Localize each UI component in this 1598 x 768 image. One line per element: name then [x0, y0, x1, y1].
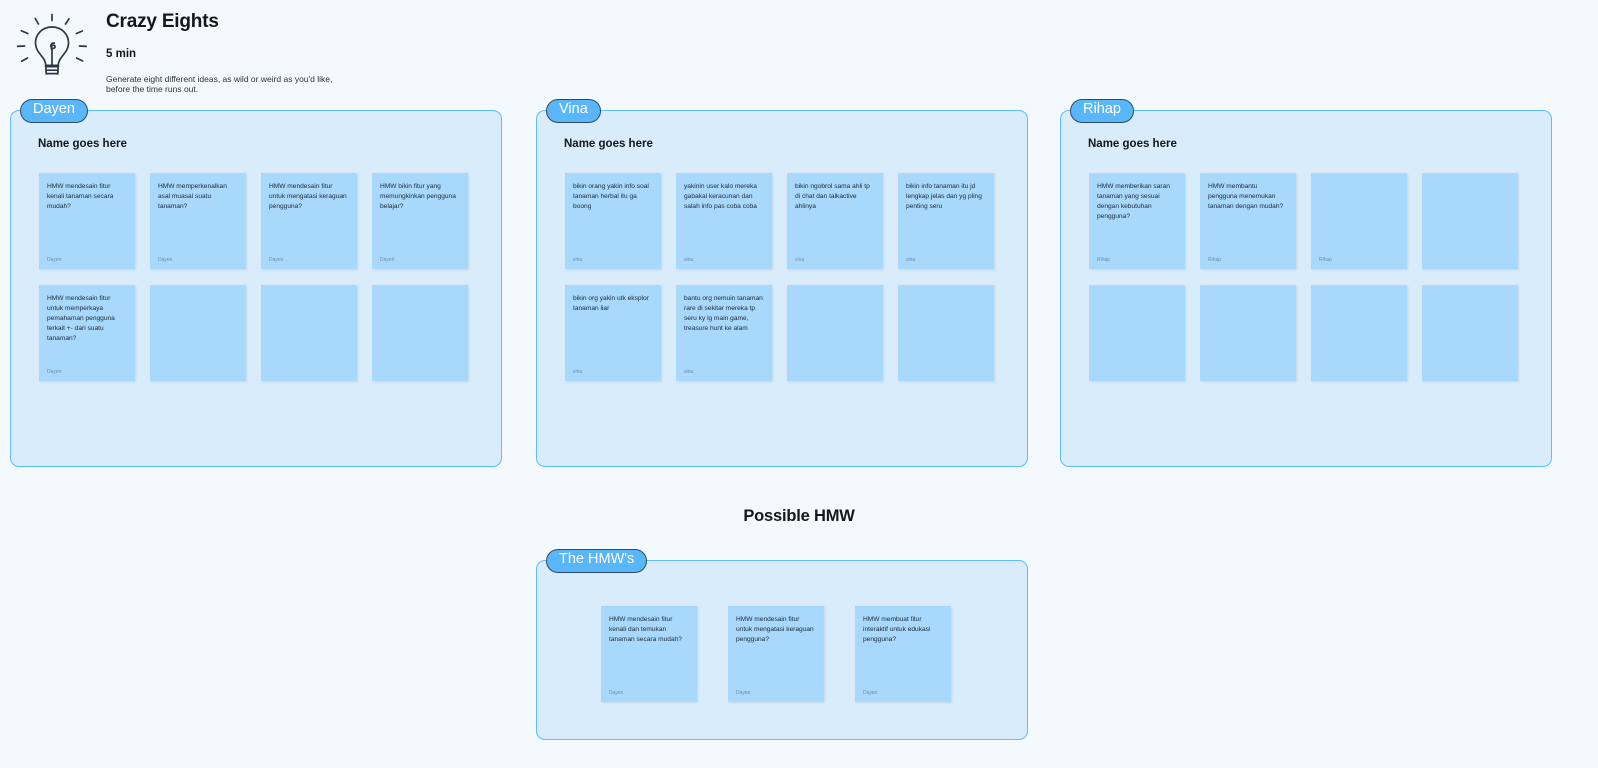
sticky-note[interactable] — [1422, 173, 1518, 269]
note-author: Rihap — [1319, 257, 1333, 263]
note-text: bikin ngobrol sama ahli tp di chat dan t… — [795, 183, 870, 210]
lightbulb-icon — [6, 4, 98, 96]
note-text: HMW membuat fitur interaktif untuk eduka… — [863, 616, 931, 643]
note-author: Dayen — [380, 257, 395, 263]
sticky-note[interactable]: HMW mendesain fitur kenali tanaman secar… — [39, 173, 135, 269]
note-text: bikin org yakin utk eksplor tanaman liar — [573, 295, 649, 312]
note-author: Dayen — [863, 690, 878, 696]
sticky-note[interactable]: bikin orang yakin info soal tanaman herb… — [565, 173, 661, 269]
note-author: Dayen — [609, 690, 624, 696]
note-author: Dayen — [47, 369, 62, 375]
sticky-note[interactable]: HMW memperkenalkan asal muasal suatu tan… — [150, 173, 246, 269]
sticky-note[interactable]: yakinin user kalo mereka gabakal keracun… — [676, 173, 772, 269]
sticky-note[interactable]: Rihap — [1311, 173, 1407, 269]
panel-vina[interactable]: Vina Name goes here bikin orang yakin in… — [536, 99, 1028, 467]
sticky-note[interactable] — [1311, 285, 1407, 381]
sticky-note[interactable] — [1200, 285, 1296, 381]
header-text-block: Crazy Eights 5 min Generate eight differ… — [106, 12, 356, 95]
note-author: vina — [906, 257, 916, 263]
note-text: HMW mendesain fitur kenali tanaman secar… — [47, 183, 114, 210]
note-grid-the-hmws: HMW mendesain fitur kenali dan temukan t… — [601, 606, 951, 702]
sticky-note[interactable] — [261, 285, 357, 381]
note-author: Dayen — [269, 257, 284, 263]
note-text: bikin info tanaman itu jd lengkap jelas … — [906, 183, 982, 210]
sticky-note[interactable]: HMW mendesain fitur untuk memperkaya pem… — [39, 285, 135, 381]
sticky-note[interactable] — [1089, 285, 1185, 381]
sticky-note[interactable]: bantu org nemuin tanaman rare di sekitar… — [676, 285, 772, 381]
note-text: HMW memperkenalkan asal muasal suatu tan… — [158, 183, 227, 210]
sticky-note[interactable]: bikin org yakin utk eksplor tanaman liar… — [565, 285, 661, 381]
page-title: Crazy Eights — [106, 11, 219, 32]
section-title-possible-hmw: Possible HMW — [743, 507, 855, 525]
note-grid-dayen: HMW mendesain fitur kenali tanaman secar… — [39, 173, 468, 381]
note-author: vina — [795, 257, 805, 263]
note-grid-rihap: HMW memberikan saran tanaman yang sesuai… — [1089, 173, 1518, 381]
page-header: Crazy Eights 5 min Generate eight differ… — [0, 0, 1598, 100]
note-grid-vina: bikin orang yakin info soal tanaman herb… — [565, 173, 994, 381]
panel-badge-dayen[interactable]: Dayen — [20, 99, 88, 123]
note-author: Dayen — [736, 690, 751, 696]
note-text: HMW membantu pengguna menemukan tanaman … — [1208, 183, 1284, 210]
note-text: HMW mendesain fitur untuk memperkaya pem… — [47, 295, 115, 342]
sticky-note[interactable]: HMW bikin fitur yang memungkinkan penggu… — [372, 173, 468, 269]
sticky-note[interactable] — [1422, 285, 1518, 381]
panel-rihap[interactable]: Rihap Name goes here HMW memberikan sara… — [1060, 99, 1552, 467]
panel-subtitle-dayen: Name goes here — [38, 138, 127, 150]
sticky-note[interactable] — [787, 285, 883, 381]
note-author: Rihap — [1208, 257, 1222, 263]
sticky-note[interactable]: HMW membantu pengguna menemukan tanaman … — [1200, 173, 1296, 269]
note-author: Dayen — [158, 257, 173, 263]
panel-dayen[interactable]: Dayen Name goes here HMW mendesain fitur… — [10, 99, 502, 467]
panel-badge-vina[interactable]: Vina — [546, 99, 601, 123]
panel-the-hmws[interactable]: The HMW's HMW mendesain fitur kenali dan… — [536, 549, 1028, 740]
sticky-note[interactable]: HMW mendesain fitur kenali dan temukan t… — [601, 606, 697, 702]
note-author: vina — [684, 369, 694, 375]
note-text: HMW bikin fitur yang memungkinkan penggu… — [380, 183, 456, 210]
note-author: Rihap — [1097, 257, 1111, 263]
sticky-note[interactable]: HMW membuat fitur interaktif untuk eduka… — [855, 606, 951, 702]
panel-badge-rihap[interactable]: Rihap — [1070, 99, 1134, 123]
note-author: Dayen — [47, 257, 62, 263]
sticky-note[interactable]: bikin ngobrol sama ahli tp di chat dan t… — [787, 173, 883, 269]
panel-badge-the-hmws[interactable]: The HMW's — [546, 549, 648, 573]
sticky-note[interactable]: HMW mendesain fitur untuk mengatasi kera… — [261, 173, 357, 269]
panel-subtitle-rihap: Name goes here — [1088, 138, 1177, 150]
sticky-note[interactable]: HMW mendesain fitur untuk mengatasi kera… — [728, 606, 824, 702]
note-author: vina — [573, 369, 583, 375]
note-author: vina — [573, 257, 583, 263]
note-text: HMW mendesain fitur kenali dan temukan t… — [609, 616, 682, 643]
description-text: Generate eight different ideas, as wild … — [106, 73, 333, 95]
sticky-note[interactable] — [150, 285, 246, 381]
sticky-note[interactable]: bikin info tanaman itu jd lengkap jelas … — [898, 173, 994, 269]
note-text: HMW mendesain fitur untuk mengatasi kera… — [269, 183, 347, 210]
note-text: bantu org nemuin tanaman rare di sekitar… — [684, 295, 763, 332]
duration-label: 5 min — [106, 48, 137, 60]
sticky-note[interactable] — [898, 285, 994, 381]
note-text: bikin orang yakin info soal tanaman herb… — [573, 183, 649, 210]
sticky-note[interactable] — [372, 285, 468, 381]
sticky-note[interactable]: HMW memberikan saran tanaman yang sesuai… — [1089, 173, 1185, 269]
note-text: yakinin user kalo mereka gabakal keracun… — [684, 183, 757, 210]
note-author: vina — [684, 257, 694, 263]
panel-subtitle-vina: Name goes here — [564, 138, 653, 150]
note-text: HMW mendesain fitur untuk mengatasi kera… — [736, 616, 814, 643]
note-text: HMW memberikan saran tanaman yang sesuai… — [1097, 183, 1170, 220]
